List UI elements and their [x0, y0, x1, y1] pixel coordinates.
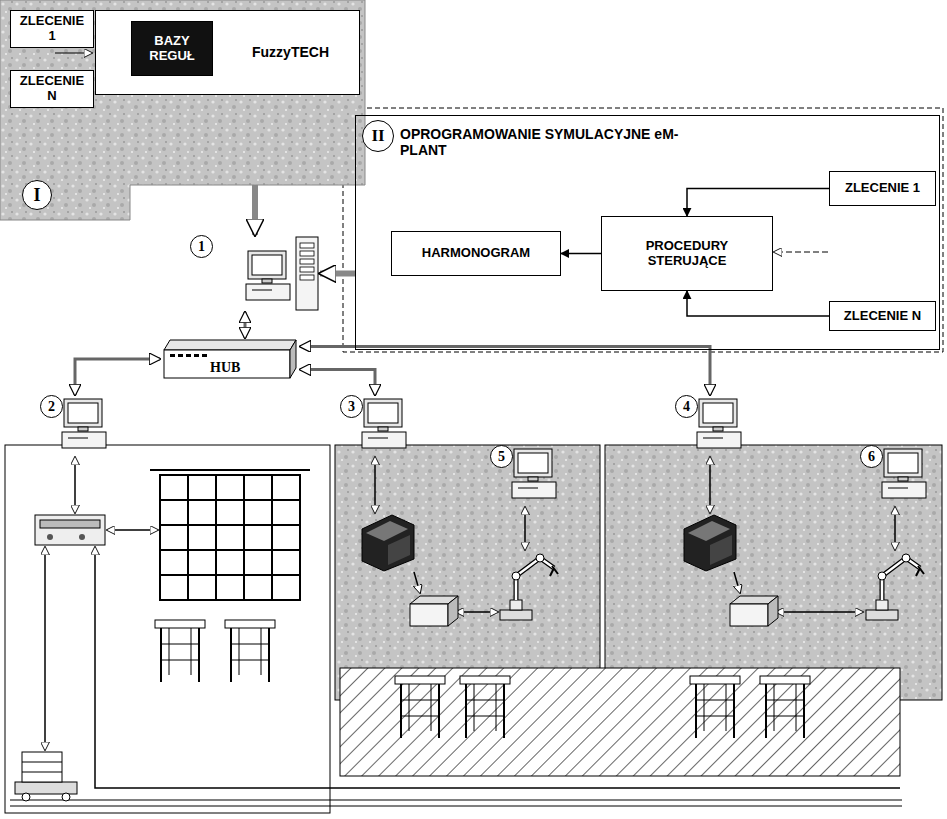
machine-unit [362, 515, 414, 571]
connector [300, 370, 375, 396]
panel-number: II [362, 120, 394, 152]
process-box: FuzzyTECH BAZY REGUŁ [95, 10, 360, 95]
process-box: ZLECENIE N [10, 70, 94, 108]
rack-stand [760, 676, 810, 738]
connector [687, 189, 829, 217]
cell-frame [605, 445, 942, 700]
callout-number: 5 [490, 445, 513, 468]
box-label: ZLECENIE 1 [16, 14, 88, 44]
order-arrow [55, 52, 92, 53]
robot-arm [866, 554, 924, 620]
callout-number: 1 [190, 235, 213, 258]
rack-stand [155, 620, 205, 682]
connector [300, 346, 710, 395]
robot-arm [500, 554, 558, 620]
rack-stand [395, 676, 445, 738]
panel: IIOPROGRAMOWANIE SYMULACYJNE eM-PLANT HAR… [355, 115, 940, 350]
hatched-area [340, 668, 900, 776]
control-unit [410, 596, 458, 626]
box-label: HARMONOGRAM [422, 246, 530, 261]
rail-track [10, 800, 902, 806]
panel-frame [343, 108, 943, 352]
rack-stand [460, 676, 510, 738]
control-unit [730, 596, 778, 626]
cell-frame [5, 445, 330, 813]
box-label: ZLECENIE 1 [845, 181, 920, 196]
controller-box [35, 515, 105, 545]
process-box: HARMONOGRAM [391, 231, 561, 276]
network-hub: HUB [160, 338, 300, 380]
workstation: 6 [860, 445, 930, 505]
workstation: 4 [675, 395, 745, 455]
order-arrow [774, 252, 828, 253]
callout-number: 4 [675, 395, 698, 418]
box-label: ZLECENIE N [16, 74, 88, 104]
process-box: BAZY REGUŁ [131, 21, 213, 76]
machine-unit [684, 515, 736, 571]
workstation: 5 [490, 445, 560, 505]
cell-frame [335, 445, 600, 700]
process-box: PROCEDURY STERUJĄCE [601, 216, 773, 291]
panel-title: OPROGRAMOWANIE SYMULACYJNE eM-PLANT [400, 126, 700, 158]
process-box: ZLECENIE 1 [829, 171, 936, 206]
connector [244, 312, 247, 338]
signal-arrows [45, 457, 900, 788]
data-flow-arrow [320, 271, 355, 277]
box-label: BAZY REGUŁ [137, 34, 207, 64]
process-box: ZLECENIE 1 [10, 10, 94, 48]
connector [561, 253, 601, 255]
callout-number: 3 [340, 395, 363, 418]
panel-number: I [22, 180, 52, 210]
box-label: PROCEDURY STERUJĄCE [607, 239, 767, 269]
hub-label: HUB [210, 360, 240, 376]
connector [75, 359, 160, 395]
storage-rack [150, 470, 310, 600]
callout-number: 6 [860, 445, 883, 468]
rack-stand [225, 620, 275, 682]
process-box: ZLECENIE N [829, 301, 936, 331]
software-name: FuzzyTECH [252, 44, 329, 60]
rack-stand [690, 676, 740, 738]
box-label: ZLECENIE N [844, 309, 921, 324]
connector [687, 291, 829, 316]
agv-cart [15, 752, 77, 801]
callout-number: 2 [40, 395, 63, 418]
workstation: 2 [40, 395, 110, 455]
panel: I FuzzyTECH BAZY REGUŁ ZLECENIE 1 ZLECENIE N [0, 0, 365, 220]
workstation: 1 [190, 235, 320, 312]
workstation: 3 [340, 395, 410, 455]
